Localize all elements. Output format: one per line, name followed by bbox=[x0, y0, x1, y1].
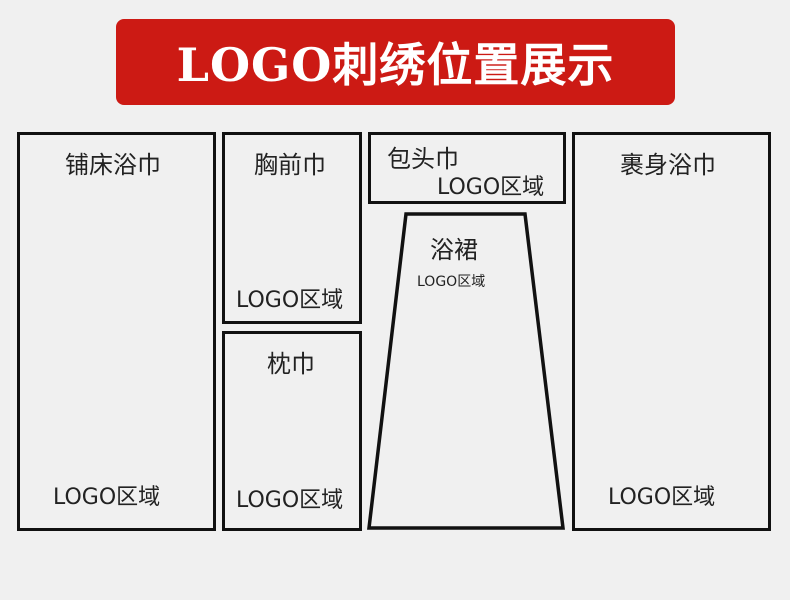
pillow-towel-box: 枕巾 LOGO区域 bbox=[222, 331, 362, 531]
pillow-towel-logo-area: LOGO区域 bbox=[236, 488, 344, 513]
title-banner: LOGO刺绣位置展示 bbox=[116, 19, 675, 105]
chest-towel-box: 胸前巾 LOGO区域 bbox=[222, 132, 362, 324]
head-towel-logo-area: LOGO区域 bbox=[437, 175, 545, 200]
page-title: LOGO刺绣位置展示 bbox=[176, 38, 615, 92]
wrap-towel-logo-area: LOGO区域 bbox=[608, 485, 716, 510]
chest-towel-logo-area: LOGO区域 bbox=[236, 288, 344, 313]
bath-skirt-label: 浴裙 bbox=[430, 236, 478, 264]
pillow-towel-label: 枕巾 bbox=[267, 350, 315, 378]
wrap-towel-label: 裹身浴巾 bbox=[620, 151, 716, 179]
chest-towel-label: 胸前巾 bbox=[254, 151, 326, 179]
bath-skirt-logo-area: LOGO区域 bbox=[417, 274, 486, 290]
bath-towel-box: 铺床浴巾 LOGO区域 bbox=[17, 132, 216, 531]
bath-towel-logo-area: LOGO区域 bbox=[53, 485, 161, 510]
head-towel-label: 包头巾 bbox=[387, 145, 459, 173]
head-towel-box: 包头巾 LOGO区域 bbox=[368, 132, 566, 204]
wrap-towel-box: 裹身浴巾 LOGO区域 bbox=[572, 132, 771, 531]
bath-towel-label: 铺床浴巾 bbox=[65, 151, 161, 179]
